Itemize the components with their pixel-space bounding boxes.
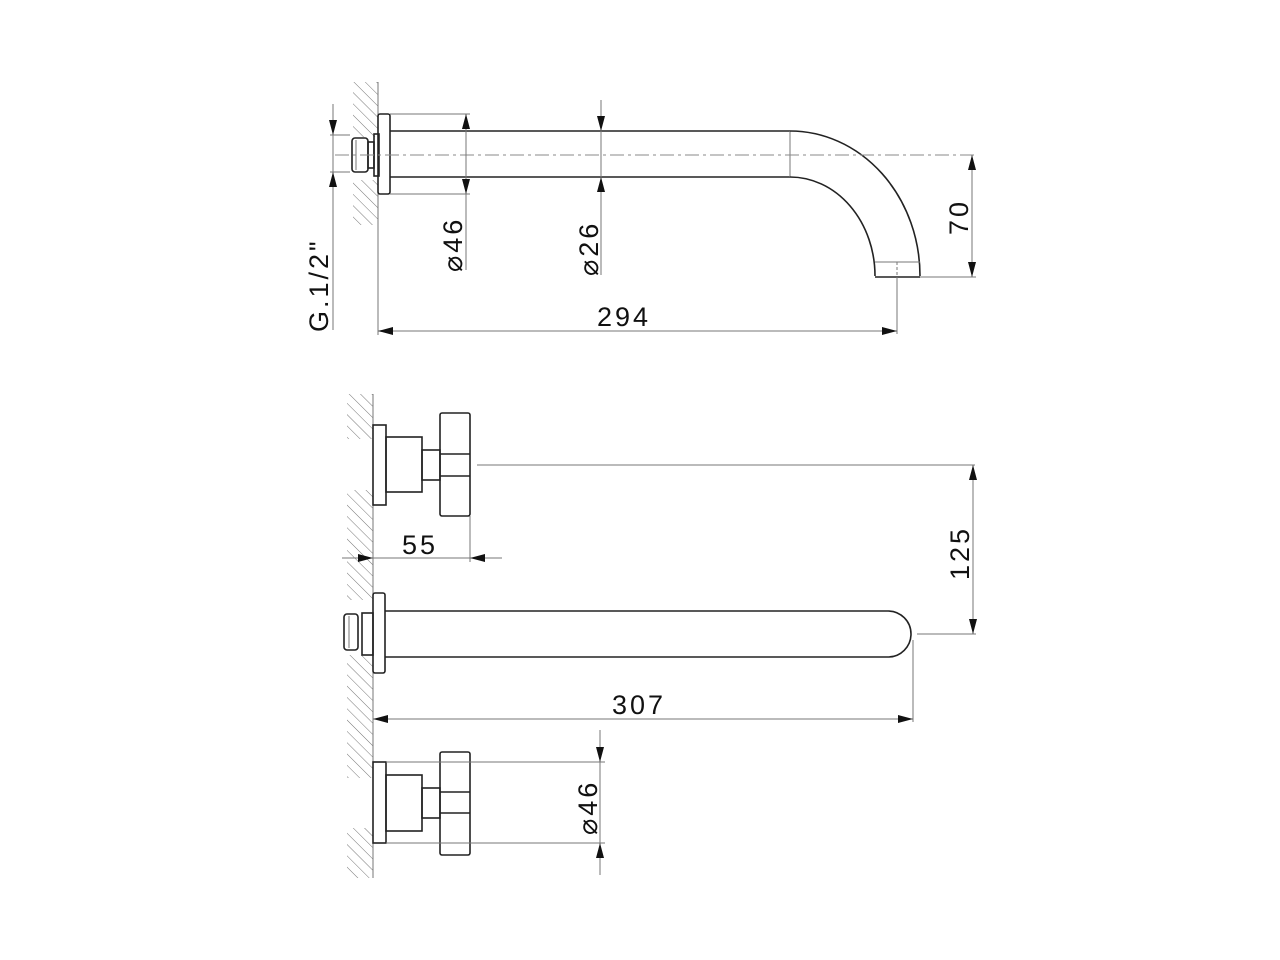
bottom-view: 55 125 307 xyxy=(342,394,977,878)
dim-thread: G.1/2" xyxy=(304,104,350,332)
spout-diameter-label: ⌀26 xyxy=(574,221,604,276)
vertical-spacing-label: 125 xyxy=(945,526,975,580)
wall-hatch-top xyxy=(353,82,379,335)
dim-projection-top: 294 xyxy=(378,277,898,335)
dim-handle-projection: 55 xyxy=(342,516,502,562)
dim-drop: 70 xyxy=(920,155,976,278)
top-view: G.1/2" ⌀46 ⌀26 70 xyxy=(304,82,976,335)
wall-hatch-bottom xyxy=(347,394,374,878)
drop-label: 70 xyxy=(944,199,974,235)
upper-valve-handle xyxy=(372,412,471,517)
dim-spout-projection: 307 xyxy=(373,640,914,723)
spout xyxy=(390,130,921,278)
dim-handle-diameter: ⌀46 xyxy=(386,730,605,875)
flange-diameter-label: ⌀46 xyxy=(438,217,468,272)
spout-projection-label: 307 xyxy=(612,690,666,720)
thread-label: G.1/2" xyxy=(304,238,334,332)
bottom-spout xyxy=(343,592,912,674)
dim-flange-diameter: ⌀46 xyxy=(390,113,470,272)
projection-label-top: 294 xyxy=(597,302,651,332)
flange xyxy=(377,113,391,195)
dim-vertical-spacing: 125 xyxy=(917,465,977,635)
lower-valve-handle xyxy=(372,751,471,856)
dim-spout-diameter: ⌀26 xyxy=(574,100,605,276)
handle-diameter-label: ⌀46 xyxy=(573,780,603,835)
handle-projection-label: 55 xyxy=(402,530,438,560)
